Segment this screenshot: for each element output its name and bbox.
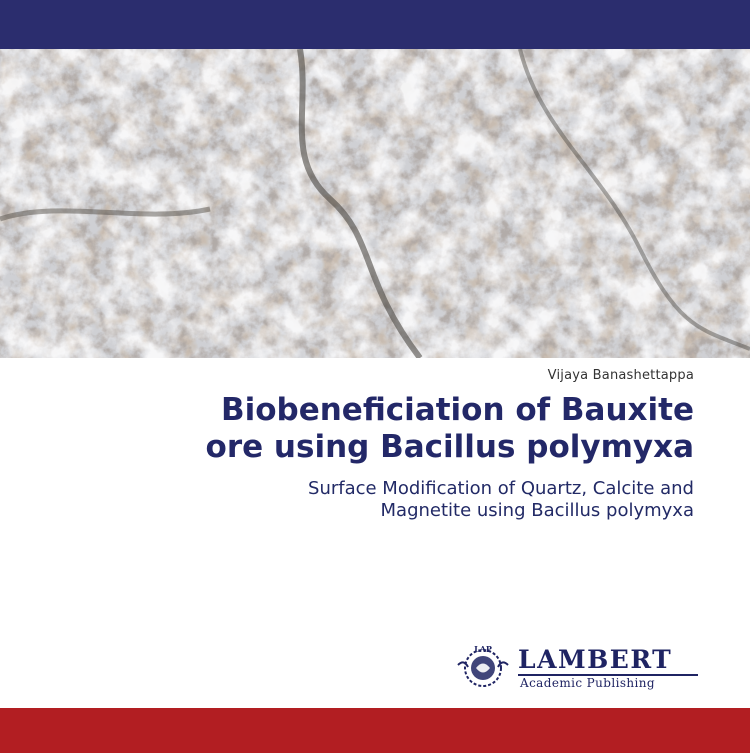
subtitle-line-2: Magnetite using Bacillus polymyxa xyxy=(380,500,694,521)
author-name: Vijaya Banashettappa xyxy=(547,368,694,383)
lap-seal-icon: LAP xyxy=(457,645,509,687)
top-color-band xyxy=(0,0,750,49)
publisher-name: LAMBERT xyxy=(518,645,673,674)
subtitle-line-1: Surface Modification of Quartz, Calcite … xyxy=(308,478,694,499)
book-title: Biobeneficiation of Bauxite ore using Ba… xyxy=(54,392,694,466)
rock-texture-image xyxy=(0,49,750,358)
cover-photo xyxy=(0,49,750,358)
publisher-subline: Academic Publishing xyxy=(520,676,655,690)
title-line-1: Biobeneficiation of Bauxite xyxy=(220,392,694,428)
publisher-divider xyxy=(518,674,698,676)
publisher-logo: LAP LAMBERT Academic Publishing xyxy=(452,645,704,693)
seal-text: LAP xyxy=(474,645,492,654)
title-line-2: ore using Bacillus polymyxa xyxy=(205,429,694,465)
book-subtitle: Surface Modification of Quartz, Calcite … xyxy=(54,478,694,522)
bottom-color-band xyxy=(0,708,750,753)
